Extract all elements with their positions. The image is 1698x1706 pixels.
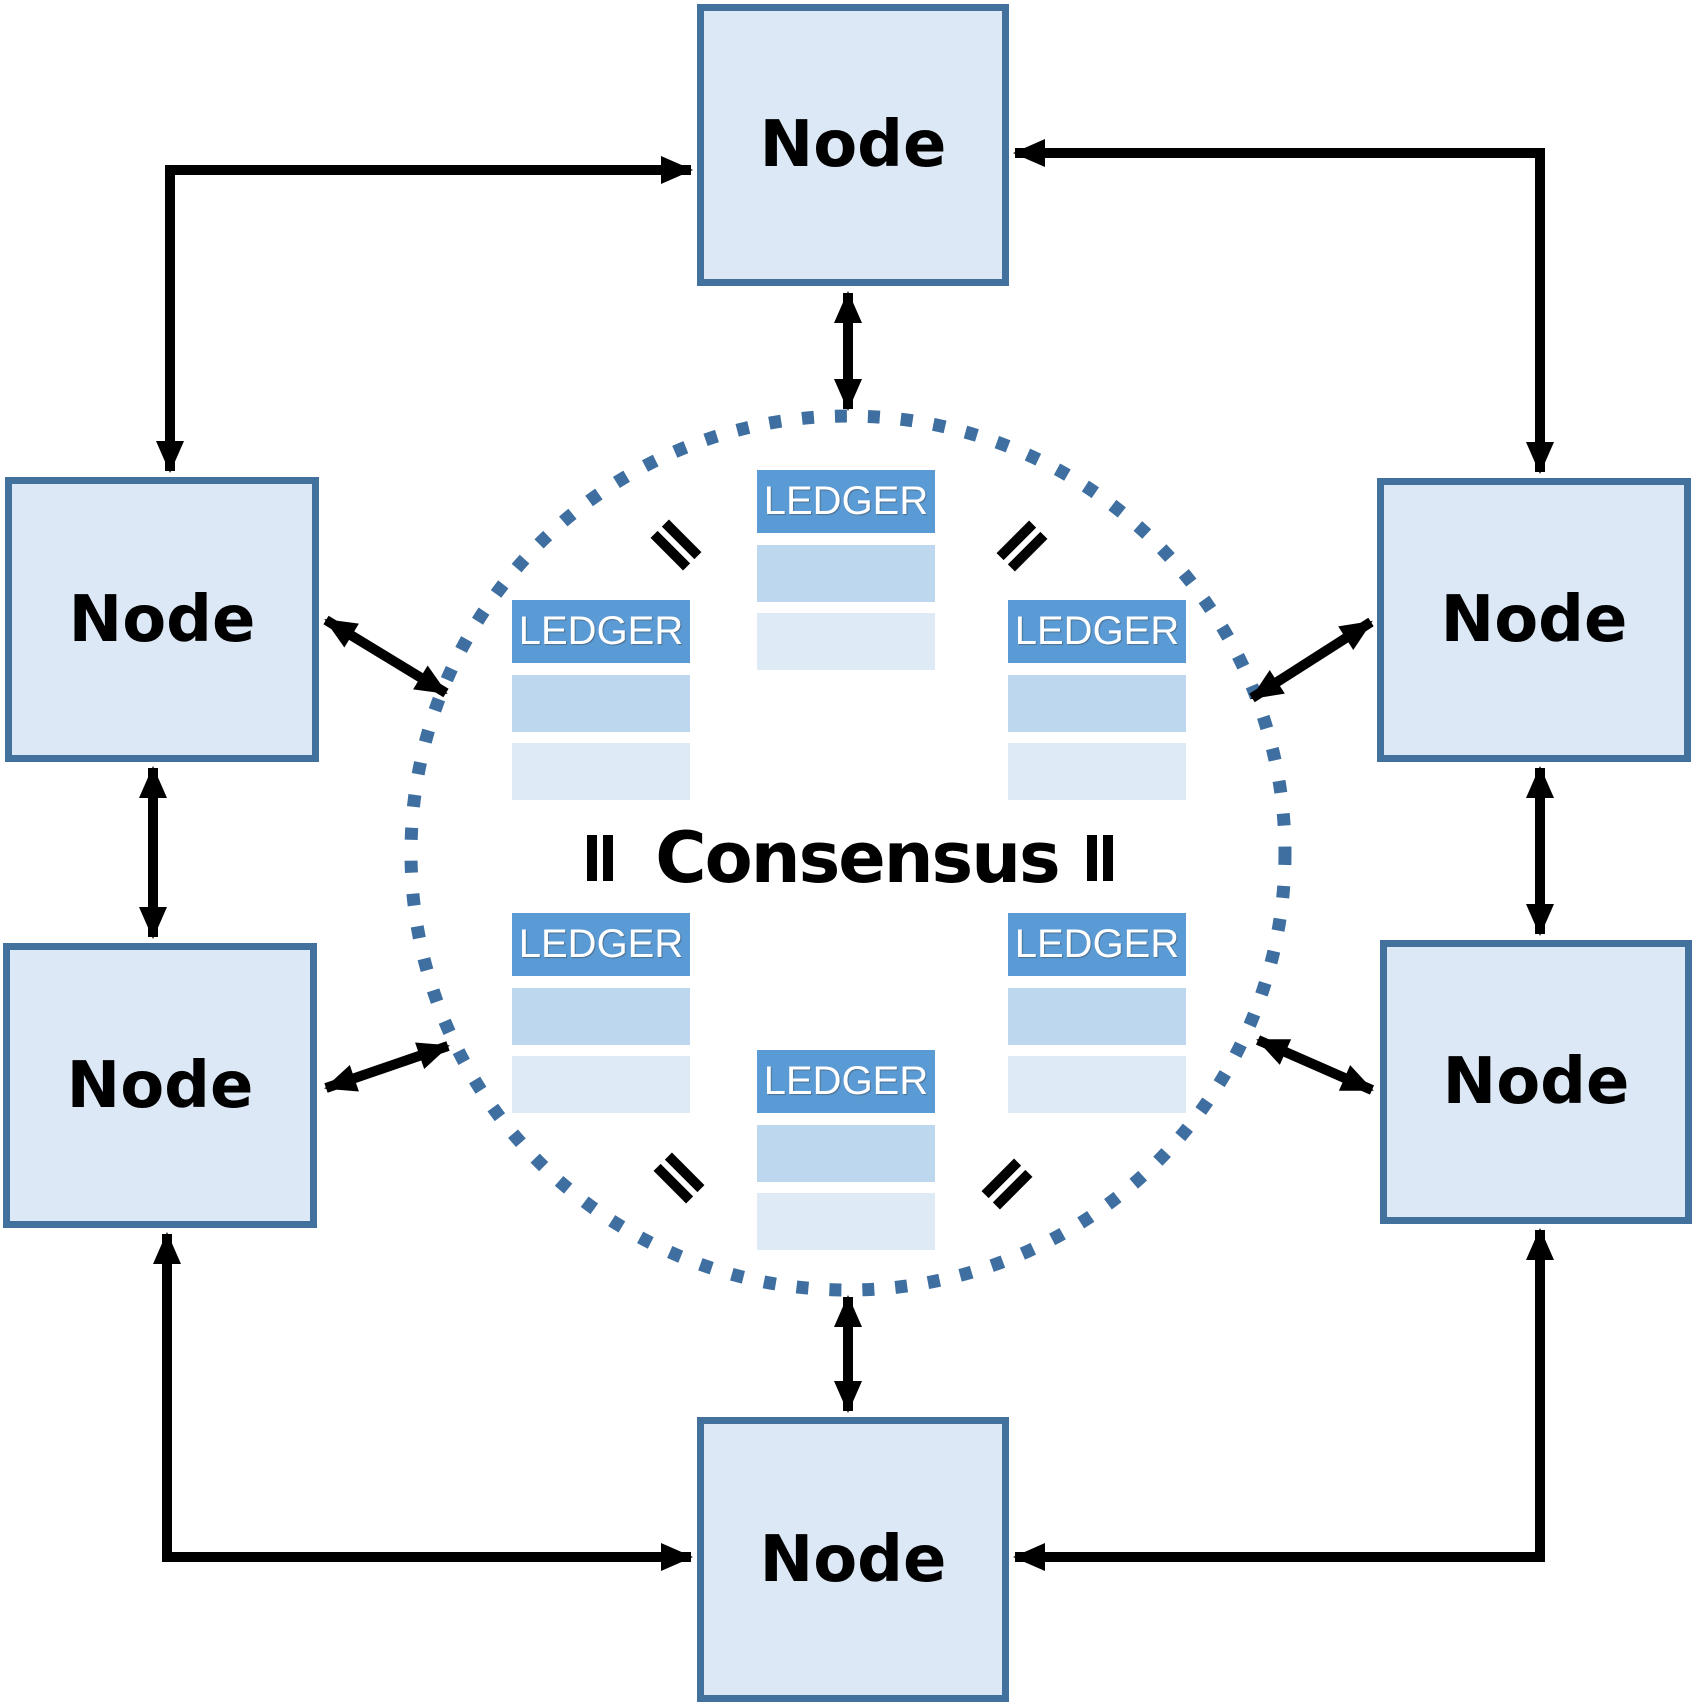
ledger-header: LEDGER [512,913,690,976]
equals-sign-middle-left [581,835,619,881]
ledger-row [757,1125,935,1182]
node-label: Node [759,108,947,182]
consensus-dotted-circle [404,409,1292,1297]
ledger-row [757,1193,935,1250]
node-box-upper-right: Node [1377,478,1691,762]
ledger-row [1008,988,1186,1045]
ledger-header: LEDGER [757,1050,935,1113]
arrow-upper-right-node-circle [1249,617,1374,703]
ledger-row [512,1056,690,1113]
arrow-elbow-bottom-left [153,1232,693,1571]
ledger-row [512,743,690,800]
ledger-header: LEDGER [757,470,935,533]
node-label: Node [68,582,256,657]
equals-sign-middle-right [1081,835,1119,881]
ledger-row [1008,675,1186,732]
arrow-lower-right-node-circle [1255,1035,1375,1095]
ledger-row [1008,743,1186,800]
node-label: Node [66,1048,254,1123]
ledger-header: LEDGER [1008,913,1186,976]
ledger-block-bottom-center: LEDGER [757,1050,935,1250]
ledger-block-middle-left-upper: LEDGER [512,600,690,800]
ledger-row [512,988,690,1045]
ledger-header: LEDGER [1008,600,1186,663]
node-box-lower-left: Node [3,943,317,1228]
arrow-elbow-top-right [1013,139,1554,474]
ledger-block-middle-right-upper: LEDGER [1008,600,1186,800]
arrow-elbow-top-left [156,156,693,473]
arrow-lower-left-node-circle [324,1041,450,1093]
node-box-upper-left: Node [5,477,319,762]
ledger-row [757,613,935,670]
node-label: Node [1442,1045,1630,1119]
ledger-header: LEDGER [512,600,690,663]
node-label: Node [1440,583,1628,657]
node-box-lower-right: Node [1380,940,1692,1224]
node-box-top: Node [697,4,1009,286]
node-label: Node [759,1522,947,1597]
ledger-row [1008,1056,1186,1113]
ledger-block-top-center: LEDGER [757,470,935,670]
consensus-title: Consensus [655,817,1060,899]
ledger-row [757,545,935,602]
node-box-bottom: Node [697,1417,1009,1702]
arrow-elbow-bottom-right [1013,1228,1554,1571]
ledger-row [512,675,690,732]
ledger-block-middle-left-lower: LEDGER [512,913,690,1113]
arrow-upper-left-node-circle [323,615,449,698]
ledger-block-middle-right-lower: LEDGER [1008,913,1186,1113]
